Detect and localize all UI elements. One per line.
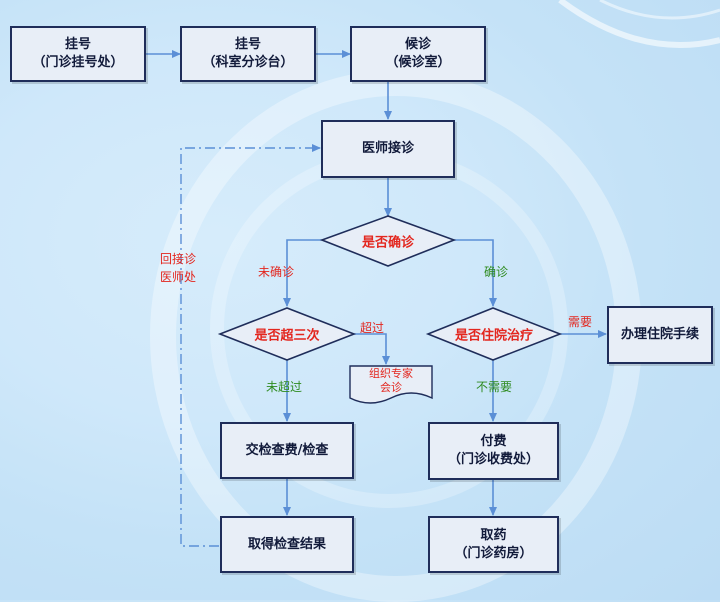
node-register-dept: 挂号 （科室分诊台） bbox=[180, 26, 316, 82]
node-register-desk-title: 挂号 bbox=[64, 37, 91, 52]
document-expert-line2: 会诊 bbox=[380, 381, 402, 394]
node-pay: 付费 （门诊收费处） bbox=[428, 422, 559, 480]
diamond-over-three-label: 是否超三次 bbox=[254, 328, 320, 344]
label-back-line2: 医师处 bbox=[160, 270, 197, 284]
node-wait-subtitle: （候诊室） bbox=[385, 55, 451, 70]
line-confirmed bbox=[454, 239, 497, 307]
node-medicine-subtitle: （门诊药房） bbox=[454, 545, 533, 561]
label-not-exceeded: 未超过 bbox=[266, 380, 303, 394]
diamond-over-three bbox=[217, 307, 357, 361]
node-wait: 候诊 （候诊室） bbox=[350, 26, 486, 82]
label-back-line1: 回接诊 bbox=[160, 252, 197, 266]
diamond-diagnosis bbox=[319, 215, 457, 267]
node-medicine-title: 取药 bbox=[480, 527, 507, 543]
diamond-hospitalize bbox=[425, 307, 563, 361]
node-wait-title: 候诊 bbox=[404, 37, 431, 52]
node-pay-title: 付费 bbox=[480, 434, 507, 449]
node-admission-title: 办理住院手续 bbox=[620, 327, 699, 342]
node-exam-pay-title: 交检查费/检查 bbox=[245, 442, 329, 458]
node-doctor-title: 医师接诊 bbox=[361, 141, 414, 156]
node-exam-pay: 交检查费/检查 bbox=[220, 422, 354, 479]
diamond-hospitalize-label: 是否住院治疗 bbox=[454, 328, 534, 344]
diamond-diagnosis-label: 是否确诊 bbox=[361, 235, 415, 251]
label-need: 需要 bbox=[568, 315, 593, 329]
document-expert-line1: 组织专家 bbox=[369, 367, 413, 380]
line-return-to-doctor bbox=[180, 144, 321, 547]
node-register-desk: 挂号 （门诊挂号处） bbox=[10, 26, 146, 82]
label-no-need: 不需要 bbox=[476, 380, 513, 394]
label-not-confirmed: 未确诊 bbox=[258, 265, 295, 279]
node-pay-subtitle: （门诊收费处） bbox=[447, 452, 539, 467]
node-register-dept-title: 挂号 bbox=[234, 37, 261, 52]
node-register-dept-subtitle: （科室分诊台） bbox=[202, 55, 294, 70]
node-medicine: 取药 （门诊药房） bbox=[428, 516, 559, 573]
document-expert bbox=[349, 365, 433, 404]
label-exceeded: 超过 bbox=[360, 321, 385, 335]
document-expert-label: 组织专家 会诊 bbox=[350, 367, 432, 395]
node-doctor: 医师接诊 bbox=[321, 120, 455, 178]
node-register-desk-subtitle: （门诊挂号处） bbox=[32, 55, 124, 70]
line-not-confirmed bbox=[283, 239, 322, 307]
node-exam-result-title: 取得检查结果 bbox=[247, 536, 326, 552]
node-admission: 办理住院手续 bbox=[607, 306, 713, 364]
line-exceeded bbox=[354, 333, 390, 365]
label-confirmed: 确诊 bbox=[484, 265, 509, 279]
node-exam-result: 取得检查结果 bbox=[220, 516, 354, 573]
